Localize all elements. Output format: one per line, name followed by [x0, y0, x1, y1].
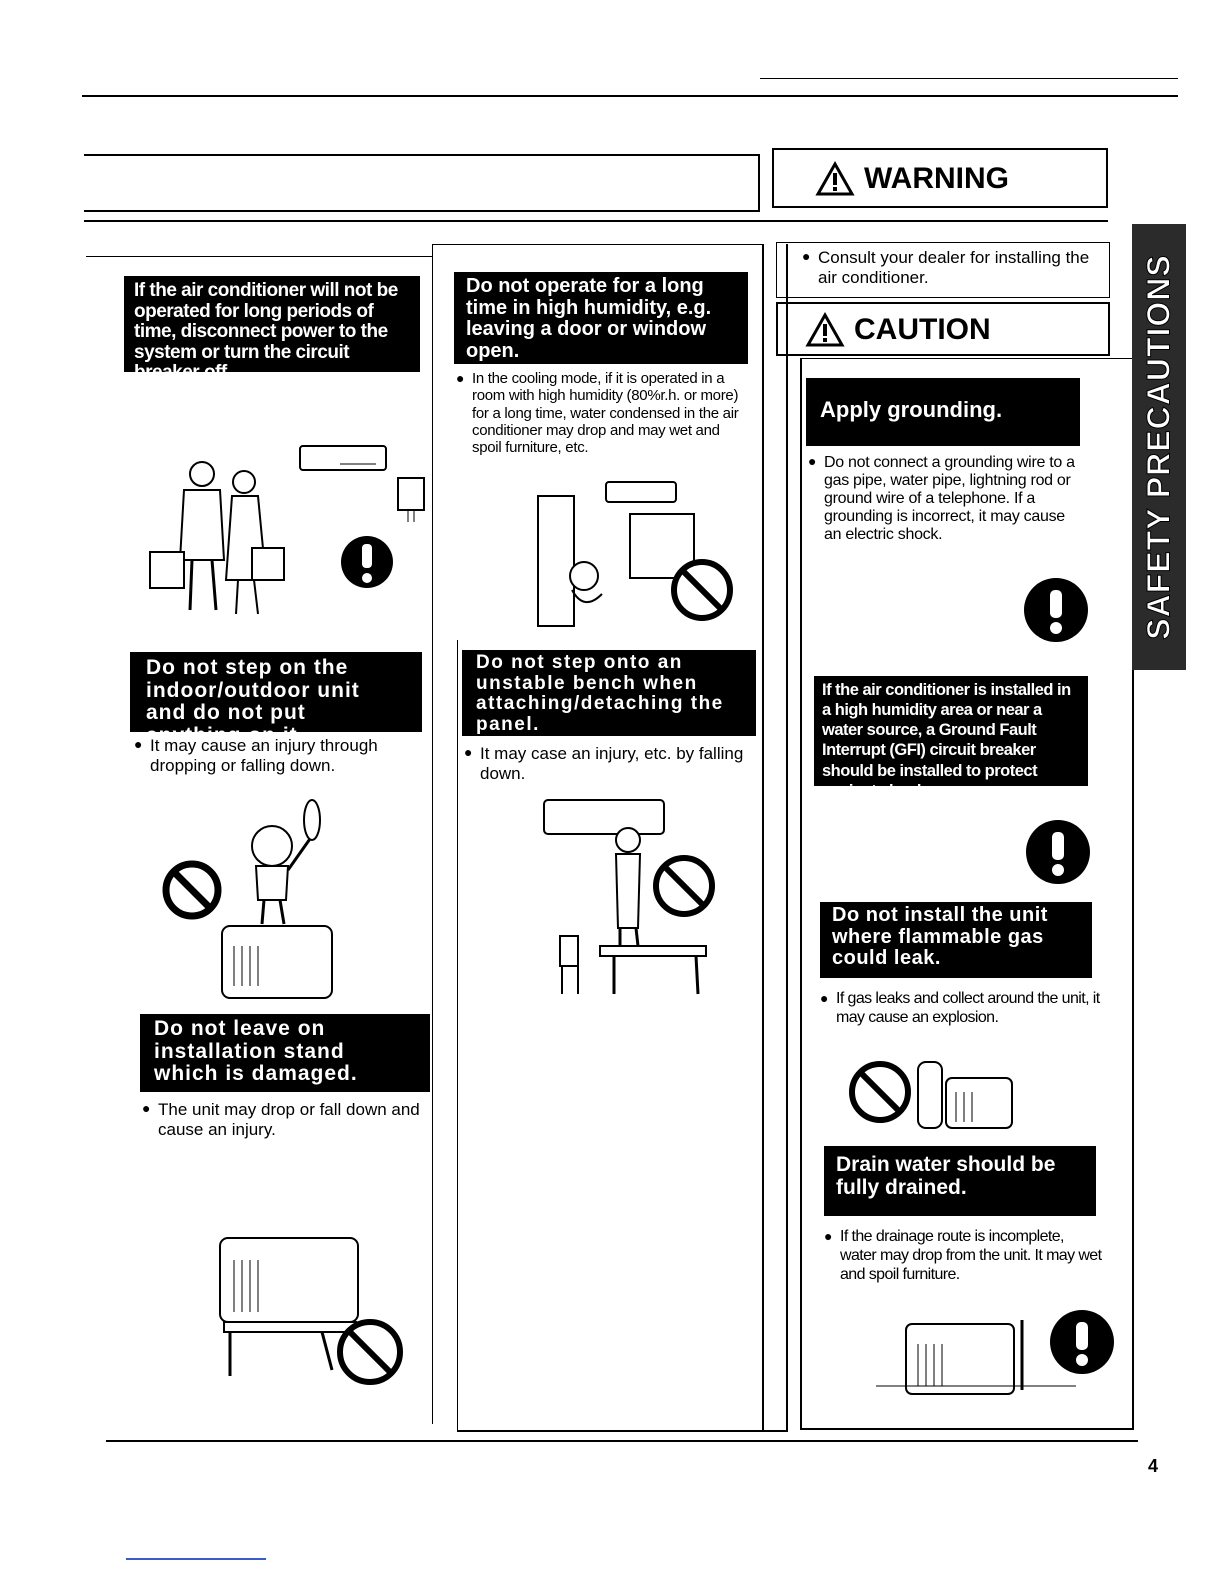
col2-bullet-2-text: It may case an injury, etc. by falling d… — [480, 744, 744, 784]
caution-triangle-icon — [805, 311, 845, 347]
warn-bullet: ●Consult your dealer for installing the … — [802, 248, 1090, 288]
side-tab: SAFETY PRECAUTIONS — [1132, 224, 1186, 670]
col1-heading-3: Do not leave on installation stand which… — [140, 1014, 430, 1092]
col2-bullet-1: ●In the cooling mode, if it is operated … — [456, 370, 739, 456]
col2-bullet-2: ●It may case an injury, etc. by falling … — [464, 744, 744, 784]
col1-bullet-2-text: It may cause an injury through dropping … — [150, 736, 378, 776]
couple-travelling-illustration — [149, 445, 425, 615]
col3-bullet-3: ●If gas leaks and collect around the uni… — [820, 990, 1100, 1026]
caution-title: CAUTION — [854, 313, 991, 346]
col1-bullet-3-text: The unit may drop or fall down and cause… — [158, 1100, 420, 1140]
warning-title: WARNING — [864, 162, 1009, 195]
bottom-rule — [106, 1440, 1138, 1442]
top-rule-right — [760, 78, 1178, 79]
warning-box — [772, 148, 1108, 208]
flammable-gas-illustration — [849, 1061, 1013, 1129]
col3-heading-1: Apply grounding. — [806, 378, 1080, 446]
open-door-humidity-illustration — [537, 481, 733, 627]
caution-content-box — [800, 358, 1134, 1430]
warn-bullet-text: Consult your dealer for installing the a… — [818, 248, 1090, 288]
child-on-unit-illustration — [162, 799, 333, 999]
unit-on-damaged-stand-illustration — [219, 1237, 403, 1385]
col3-bullet-3-text: If gas leaks and collect around the unit… — [836, 990, 1100, 1026]
col3-bullet-1-text: Do not connect a grounding wire to a gas… — [824, 454, 1075, 543]
header-under-rule — [84, 220, 1108, 222]
warn-bullet-box — [776, 242, 1110, 298]
exclamation-icon-2 — [1026, 820, 1090, 884]
unstable-bench-illustration — [543, 799, 715, 995]
col1-bullet-2: ●It may cause an injury through dropping… — [134, 736, 378, 776]
col-divider-4 — [786, 244, 788, 1432]
warning-triangle-icon — [815, 160, 855, 196]
col3-heading-3: Do not install the unit where flammable … — [820, 902, 1092, 978]
warning-heading: WARNING — [815, 160, 1009, 196]
col2-top-rule — [432, 244, 762, 245]
col-divider-1 — [432, 244, 433, 1424]
col3-bullet-1: ●Do not connect a grounding wire to a ga… — [808, 453, 1075, 543]
side-tab-label: SAFETY PRECAUTIONS — [1140, 254, 1177, 640]
col3-bullet-4: ●If the drainage route is incomplete, wa… — [824, 1228, 1102, 1283]
col-divider-2 — [457, 640, 458, 1432]
col1-top-rule — [86, 256, 432, 257]
top-rule — [82, 95, 1178, 97]
exclamation-icon — [1024, 578, 1088, 642]
col3-heading-2: If the air conditioner is installed in a… — [814, 676, 1088, 800]
drain-water-illustration — [876, 1310, 1114, 1395]
col2-heading-1: Do not operate for a long time in high h… — [454, 272, 748, 364]
caution-heading: CAUTION — [805, 311, 991, 347]
col-divider-3 — [762, 244, 764, 1432]
col1-heading-2: Do not step on the indoor/outdoor unit a… — [130, 652, 422, 747]
col3-heading-4: Drain water should be fully drained. — [824, 1146, 1096, 1216]
footer-blue-rule — [126, 1558, 266, 1560]
caution-box — [776, 302, 1110, 356]
col2-heading-2: Do not step onto an unstable bench when … — [462, 650, 756, 736]
col3-bullet-4-text: If the drainage route is incomplete, wat… — [840, 1228, 1102, 1283]
page-number: 4 — [1148, 1456, 1159, 1476]
header-left-box — [84, 154, 760, 212]
col1-heading-1: If the air conditioner will not be opera… — [124, 276, 420, 383]
col2-bottom-rule — [457, 1430, 787, 1432]
col1-bullet-3: ●The unit may drop or fall down and caus… — [142, 1100, 420, 1140]
col2-bullet-1-text: In the cooling mode, if it is operated i… — [472, 370, 739, 456]
